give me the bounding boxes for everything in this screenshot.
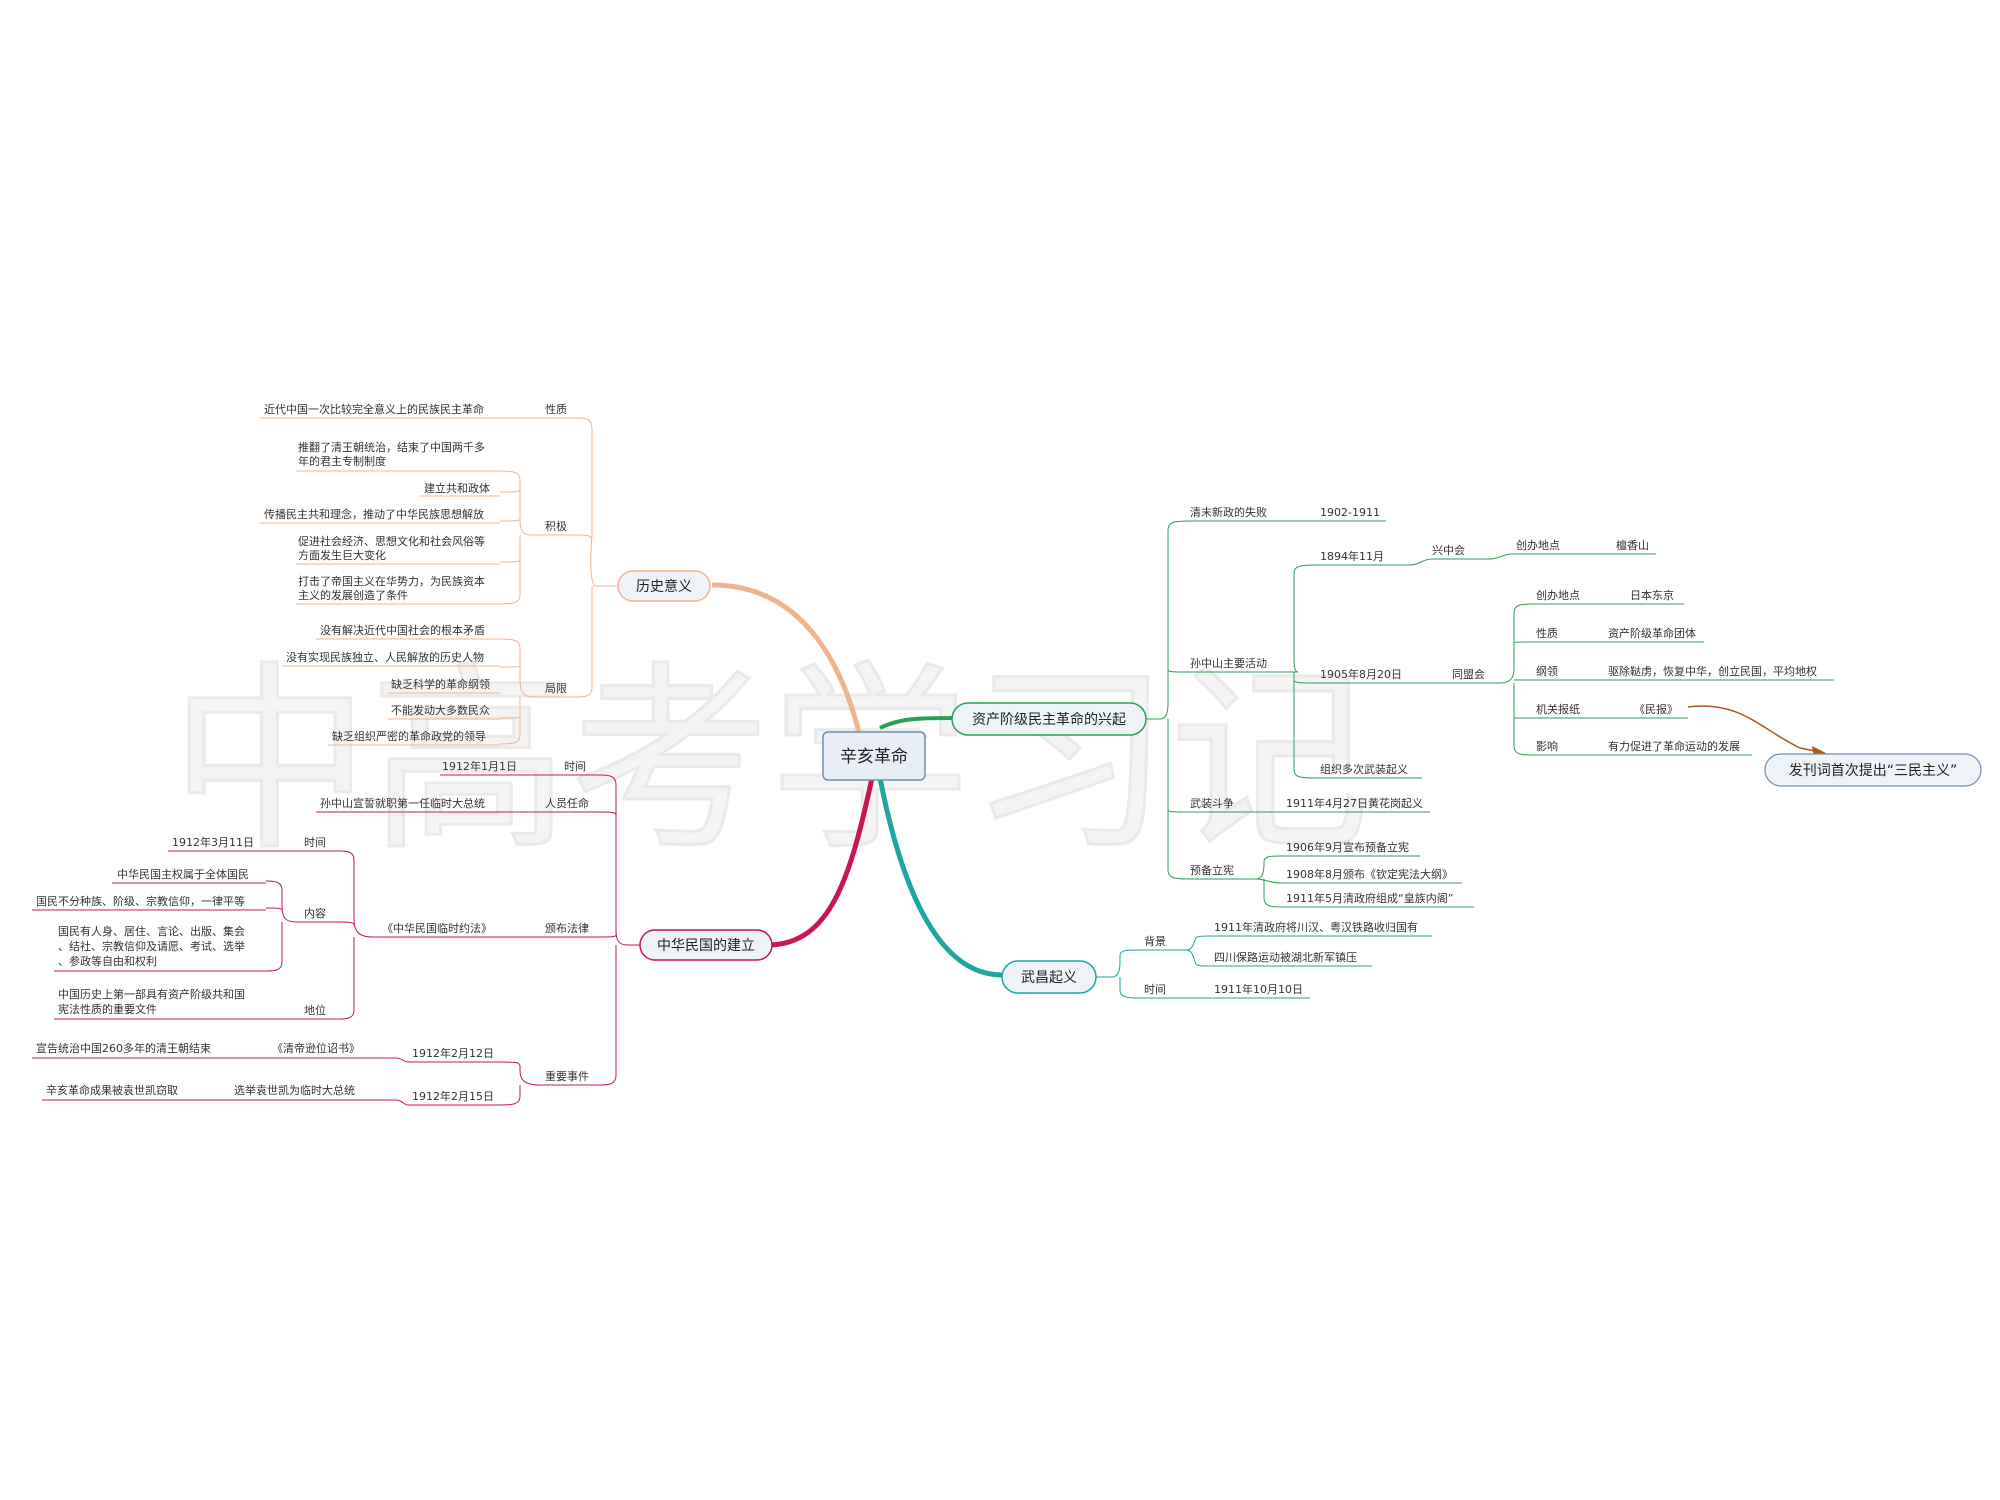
sig-limit-2: 没有实现民族独立、人民解放的历史人物 <box>286 650 484 664</box>
sig-positive-3: 传播民主共和理念，推动了中华民族思想解放 <box>264 507 484 521</box>
branch-curve-rise <box>879 716 953 730</box>
callout-box[interactable] <box>1764 753 1982 787</box>
sig-positive-5b: 主义的发展创造了条件 <box>298 588 408 602</box>
wuchang-time-value: 1911年10月10日 <box>1214 982 1303 996</box>
event-1-date: 1912年2月12日 <box>412 1046 494 1060</box>
rise-uprisings: 组织多次武装起义 <box>1320 762 1408 776</box>
rise-armed-label: 武装斗争 <box>1190 796 1234 810</box>
sig-limit-3: 缺乏科学的革命纲领 <box>391 677 490 691</box>
node-rise-label: 资产阶级民主革命的兴起 <box>972 711 1126 728</box>
sig-positive-4b: 方面发生巨大变化 <box>298 548 386 562</box>
root-title: 辛亥革命 <box>840 747 908 767</box>
founding-time-label: 时间 <box>564 760 586 773</box>
tmh-paper: 《民报》 <box>1634 702 1678 716</box>
law-status-a: 中国历史上第一部具有资产阶级共和国 <box>58 987 245 1001</box>
tmh-influence-label: 影响 <box>1536 740 1558 753</box>
constitution-3: 1911年5月清政府组成“皇族内阁” <box>1286 891 1453 905</box>
watermark: 中高考学习记 <box>170 645 1370 878</box>
xzh-name: 兴中会 <box>1432 544 1465 557</box>
law-status-b: 宪法性质的重要文件 <box>58 1002 157 1016</box>
law-content-2: 国民不分种族、阶级、宗教信仰，一律平等 <box>36 894 245 908</box>
root-node[interactable]: 辛亥革命 <box>822 731 926 781</box>
xzh-place-label: 创办地点 <box>1516 539 1560 552</box>
callout-arrow <box>1687 705 1821 753</box>
sig-positive-2: 建立共和政体 <box>424 481 490 495</box>
branch-significance: 历史意义 性质 近代中国一次比较完全意义上的民族民主革命 积极 推翻了清王朝统治… <box>260 402 711 746</box>
rise-reform-label: 清末新政的失败 <box>1190 505 1267 519</box>
branch-curve-wuchang <box>877 777 1003 978</box>
founding-law-label: 颁布法律 <box>545 921 589 935</box>
sig-limit-label: 局限 <box>545 682 567 695</box>
tmh-paper-label: 机关报纸 <box>1536 702 1580 716</box>
branch-founding: 中华民国的建立 时间 1912年1月1日 人员任命 孙中山宣誓就职第一任临时大总… <box>32 759 773 1106</box>
branch-wuchang: 武昌起义 背景 1911年清政府将川汉、粤汉铁路收归国有 四川保路运动被湖北新军… <box>1001 920 1432 999</box>
tmh-date: 1905年8月20日 <box>1320 667 1402 681</box>
rise-constitution-label: 预备立宪 <box>1190 863 1234 877</box>
wuchang-bg-2: 四川保路运动被湖北新军镇压 <box>1214 950 1357 964</box>
event-1-result: 宣告统治中国260多年的清王朝结束 <box>36 1041 211 1055</box>
sig-positive-1b: 年的君主专制制度 <box>298 454 386 468</box>
constitution-2: 1908年8月颁布《钦定宪法大纲》 <box>1286 867 1453 881</box>
event-2-result: 辛亥革命成果被袁世凯窃取 <box>46 1083 178 1097</box>
founding-time-value: 1912年1月1日 <box>442 759 517 773</box>
event-2-date: 1912年2月15日 <box>412 1089 494 1103</box>
tmh-program: 驱除鞑虏，恢复中华，创立民国，平均地权 <box>1608 664 1817 678</box>
founding-personnel-value: 孙中山宣誓就职第一任临时大总统 <box>320 796 485 810</box>
rise-sun-label: 孙中山主要活动 <box>1190 657 1267 670</box>
tmh-name: 同盟会 <box>1452 668 1485 681</box>
sig-positive-label: 积极 <box>545 519 567 533</box>
tmh-place: 日本东京 <box>1630 588 1674 602</box>
founding-events-label: 重要事件 <box>545 1069 589 1083</box>
xzh-date: 1894年11月 <box>1320 549 1384 563</box>
event-1-name: 《清帝逊位诏书》 <box>272 1041 360 1055</box>
law-content-label: 内容 <box>304 906 326 920</box>
constitution-1: 1906年9月宣布预备立宪 <box>1286 840 1409 854</box>
law-content-3b: 、结社、宗教信仰及请愿、考试、选举 <box>58 939 245 953</box>
rise-reform-time: 1902-1911 <box>1320 506 1380 519</box>
tmh-place-label: 创办地点 <box>1536 589 1580 602</box>
sig-limit-4: 不能发动大多数民众 <box>391 703 490 717</box>
tmh-program-label: 纲领 <box>1536 665 1558 678</box>
sig-limit-5: 缺乏组织严密的革命政党的领导 <box>332 729 486 743</box>
wuchang-bg-label: 背景 <box>1144 934 1166 948</box>
sig-limit-1: 没有解决近代中国社会的根本矛盾 <box>320 623 485 637</box>
sig-positive-4a: 促进社会经济、思想文化和社会风俗等 <box>298 534 485 548</box>
node-founding-label: 中华民国的建立 <box>657 938 755 954</box>
law-content-3c: 、参政等自由和权利 <box>58 954 157 968</box>
sig-nature-text: 近代中国一次比较完全意义上的民族民主革命 <box>264 402 484 416</box>
sig-positive-5a: 打击了帝国主义在华势力，为民族资本 <box>298 574 485 588</box>
wuchang-time-label: 时间 <box>1144 983 1166 996</box>
law-status-label: 地位 <box>304 1003 326 1017</box>
law-time-value: 1912年3月11日 <box>172 835 254 849</box>
tmh-influence: 有力促进了革命运动的发展 <box>1608 739 1740 753</box>
law-time-label: 时间 <box>304 836 326 849</box>
node-significance-label: 历史意义 <box>636 578 692 595</box>
sig-nature-label: 性质 <box>545 402 567 416</box>
founding-personnel-label: 人员任命 <box>545 796 589 810</box>
founding-law-name: 《中华民国临时约法》 <box>382 921 492 935</box>
branch-rise: 资产阶级民主革命的兴起 清末新政的失败 1902-1911 孙中山主要活动 18… <box>951 505 1982 908</box>
tmh-nature-label: 性质 <box>1536 626 1558 640</box>
rise-armed-value: 1911年4月27日黄花岗起义 <box>1286 796 1423 810</box>
sig-positive-1a: 推翻了清王朝统治，结束了中国两千多 <box>298 440 485 454</box>
node-wuchang-label: 武昌起义 <box>1021 970 1077 986</box>
significance-spine <box>575 417 618 587</box>
law-content-1: 中华民国主权属于全体国民 <box>117 867 249 881</box>
law-content-3a: 国民有人身、居住、言论、出版、集会 <box>58 924 245 938</box>
wuchang-bg-1: 1911年清政府将川汉、粤汉铁路收归国有 <box>1214 920 1418 934</box>
callout-text: 发刊词首次提出“三民主义” <box>1789 763 1958 779</box>
branch-curve-founding <box>769 777 875 948</box>
tmh-nature: 资产阶级革命团体 <box>1608 626 1696 640</box>
event-2-name: 选举袁世凯为临时大总统 <box>234 1083 355 1097</box>
xzh-place: 檀香山 <box>1616 538 1649 552</box>
